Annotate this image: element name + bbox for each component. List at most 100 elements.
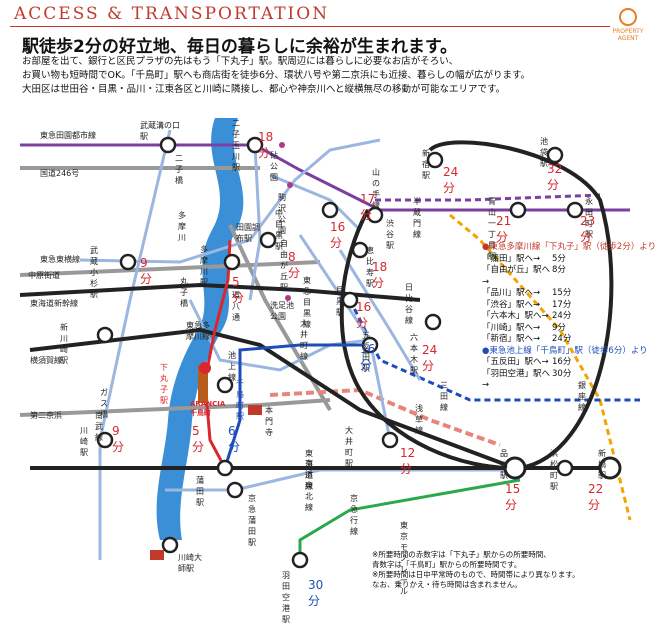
st-kamata: 蒲田駅 <box>196 476 204 507</box>
gotanda-station <box>361 336 379 354</box>
time-shibuya: 17分 <box>360 192 376 222</box>
time-kamata-blue: 6分 <box>228 424 241 454</box>
chidoricho-station <box>216 376 234 394</box>
label-ginza: 銀座線 <box>578 381 586 412</box>
label-mita: 三田線 <box>440 381 448 412</box>
transit-map <box>19 118 640 569</box>
legend-row: 「六本木」駅へ→24分 <box>482 311 656 323</box>
time-meguro: 16分 <box>356 300 372 330</box>
ebisu-station <box>351 241 369 259</box>
label-toyoko: 東急東横線 <box>40 255 80 264</box>
keikyu-line <box>165 468 520 492</box>
label-keikyu-kamata: 京急蒲田駅 <box>248 494 256 547</box>
travel-time-legend: ●東急多摩川線「下丸子」駅（徒歩2分）より 「蒲田」駅へ→ 5分 「自由が丘」駅へ… <box>482 242 656 392</box>
kinuta-park-icon <box>279 142 285 148</box>
haneda-station <box>291 551 309 569</box>
st-ebisu: 恵比寿駅 <box>366 246 374 288</box>
legend-title-shimomaruko: ●東急多摩川線「下丸子」駅（徒歩2分）より <box>482 242 657 252</box>
legend-row: 「渋谷」駅へ→ 17分 <box>482 300 656 312</box>
monorail-line <box>298 478 521 560</box>
legend-dest: 「自由が丘」駅へ→ <box>482 265 551 287</box>
time-ikebukuro: 32分 <box>547 162 563 192</box>
tamagawa-line <box>203 239 232 469</box>
label-oimachi: 大井町線 <box>300 319 308 361</box>
st-hamamatsucho: 浜松町駅 <box>550 449 558 491</box>
kawasaki-daishi-station <box>161 536 179 554</box>
st-honmonji: 本門寺 <box>265 406 273 437</box>
time-nakameguro: 16分 <box>330 220 346 250</box>
title-rule <box>10 26 610 27</box>
intro-line-2: お買い物も短時間でOK。「千鳥町」駅へも商店街を徒歩6分、環状八号や第二京浜にも… <box>22 70 531 81</box>
legend-time: 30分 <box>552 368 572 379</box>
kawasaki-station <box>96 431 114 449</box>
senzoku-park-icon <box>285 295 291 301</box>
label-daini-keihin: 第二京浜 <box>30 411 62 420</box>
jiyugaoka-station <box>259 231 277 249</box>
meguro-station <box>341 291 359 309</box>
yamanote-line <box>339 140 614 471</box>
st-kawasaki: 川崎駅 <box>80 426 88 457</box>
label-keihin-tohoku: 京浜東北線 <box>305 459 313 512</box>
nagatacho-station <box>566 201 584 219</box>
legend-time: 15分 <box>552 288 572 298</box>
tamagawa-station <box>223 253 241 271</box>
toyoko-line <box>79 138 381 264</box>
st-musashikosugi: 武蔵小杉駅 <box>90 246 98 299</box>
legend-time: 5分 <box>552 253 566 264</box>
komazawa-park-icon <box>287 182 293 188</box>
logo-icon <box>619 8 637 26</box>
st-shibuya: 渋谷駅 <box>386 219 394 250</box>
note-line-3: ※所要時間は日中平常時のもので、時間帯により異なります。 <box>372 570 580 579</box>
note-line-4: なお、乗りかえ・待ち時間は含まれません。 <box>372 580 522 589</box>
kamata-station <box>216 459 234 477</box>
kanpachi <box>228 224 332 412</box>
st-kawasakidaishi: 川崎大師駅 <box>178 553 202 573</box>
yokosuka-line <box>29 327 521 472</box>
label-gasubashi: ガス橋 <box>100 388 108 419</box>
label-tamagawa-line: 東急多摩川線 <box>186 321 210 341</box>
st-shinbashi: 新橋駅 <box>598 449 606 480</box>
ginza-line <box>449 213 632 521</box>
label-nakahara: 中原街道 <box>28 271 60 280</box>
label-kanpachi: 環八通 <box>232 291 240 322</box>
label-shinkansen: 東海道新幹線 <box>30 299 78 308</box>
st-arancia: ARANCIA千鳥町 <box>190 400 226 417</box>
legend-time: 17分 <box>552 299 572 310</box>
roppongi-station <box>424 313 442 331</box>
intro-text: お部屋を出て、銀行と区民プラザの先はもう「下丸子」駅。駅周辺には暮らしに必要なお… <box>22 55 642 97</box>
label-marukobashi: 丸子橋 <box>180 277 188 308</box>
note-line-1: ※所要時間の赤数字は「下丸子」駅からの所要時間、 <box>372 550 551 559</box>
keikyu-kamata-station <box>226 481 244 499</box>
st-roppongi: 六本木駅 <box>410 333 418 375</box>
shinbashi-station <box>598 456 622 480</box>
legend-title-chidoricho: ●東急池上線「千鳥町」駅（徒歩6分）より <box>482 345 648 356</box>
label-monorail: 東京モノレール <box>400 521 408 596</box>
label-meguro-line: 東急目黒線 <box>303 276 311 329</box>
hibiya-line <box>338 249 422 381</box>
st-tamagawa: 多摩川駅 <box>200 245 208 287</box>
oimachi-station <box>381 431 399 449</box>
hanzomon-line <box>375 193 601 202</box>
label-yamanote: 山の手線 <box>372 168 380 210</box>
legend-row: 「品川」駅へ→15分 <box>482 288 656 300</box>
legend-time: 9分 <box>552 322 566 333</box>
shin-kawasaki-station <box>96 326 114 344</box>
nambu-line <box>98 129 172 560</box>
kawasaki-daishi-temple-icon <box>150 550 164 560</box>
time-tamagawa: 5分 <box>232 275 245 305</box>
time-haneda: 30分 <box>308 578 324 608</box>
time-shinbashi: 22分 <box>588 482 604 512</box>
legend-dest: 「五反田」駅へ→ <box>482 357 549 367</box>
st-shinkawasaki: 新川崎駅 <box>60 323 68 365</box>
hamamatsucho-station <box>556 459 574 477</box>
legend-dest: 「蒲田」駅へ→ <box>482 253 541 264</box>
legend-row: 「五反田」駅へ→16分 <box>482 357 656 369</box>
time-jiyugaoka: 8分 <box>288 250 301 280</box>
st-denenchofu: 田園調布駅 <box>236 223 260 243</box>
legend-time: 24分 <box>552 334 572 344</box>
label-ikegami: 池上線 <box>228 351 236 382</box>
legend-row: 「新宿」駅へ→24分 <box>482 334 656 346</box>
legend-row: 「川崎」駅へ→9分 <box>482 323 656 335</box>
time-nagatacho: 23分 <box>580 214 596 244</box>
legend-dest: 「渋谷」駅へ→ <box>482 299 541 310</box>
